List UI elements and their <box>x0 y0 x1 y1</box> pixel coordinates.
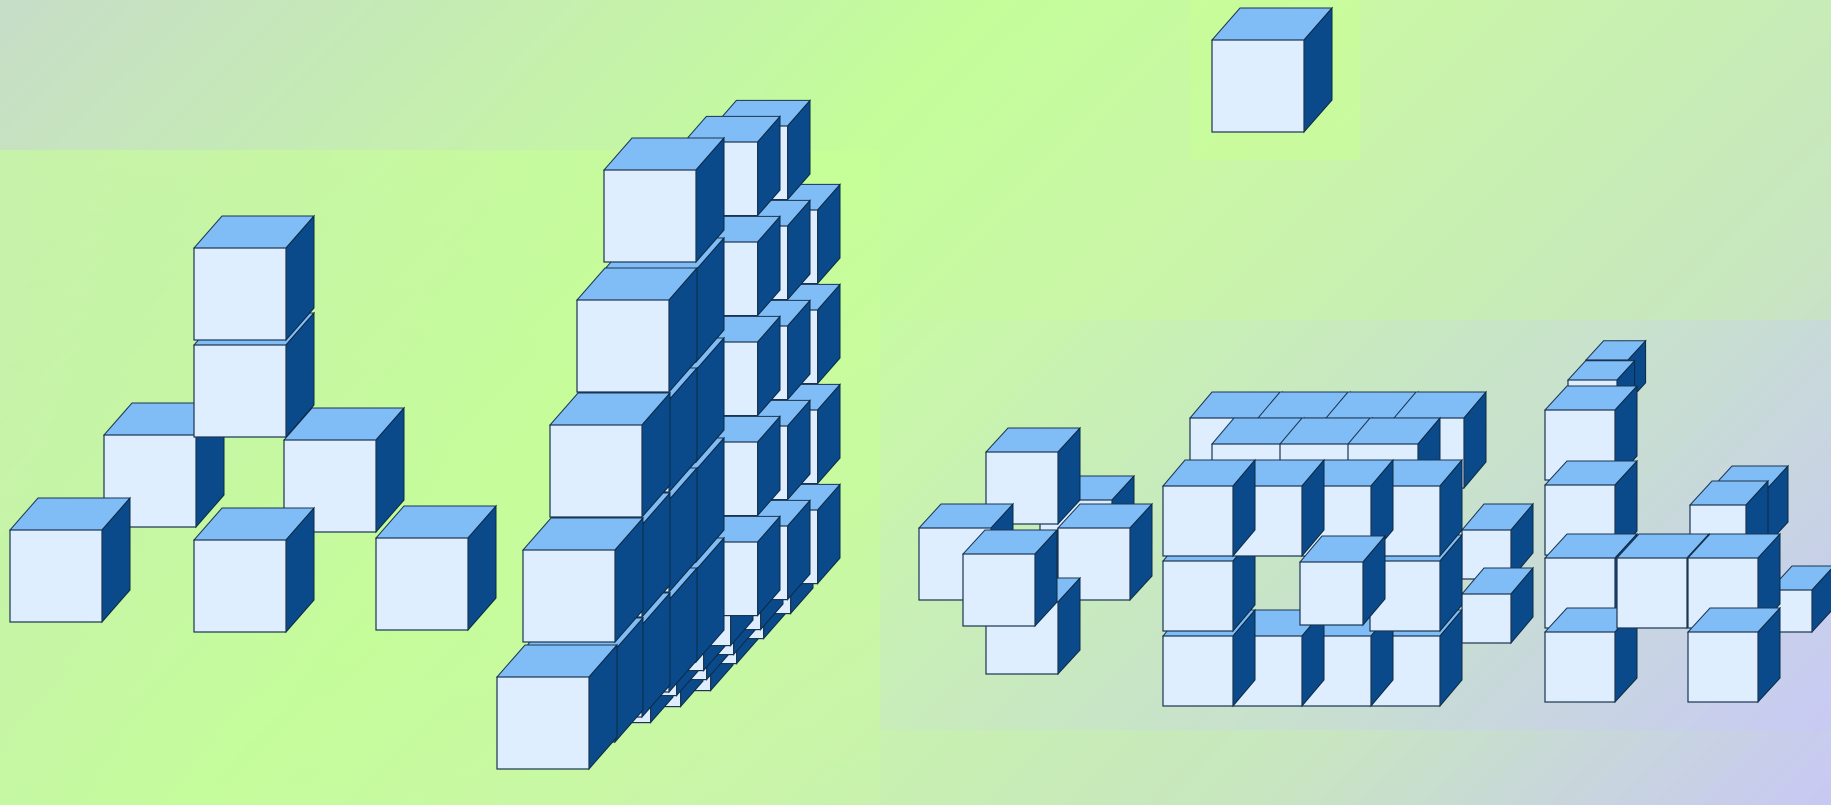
cube <box>194 216 314 340</box>
cube-front-face <box>376 538 468 630</box>
cube-front-face <box>1163 486 1233 556</box>
cube <box>523 518 643 642</box>
chair-figure <box>1545 341 1831 702</box>
cube-front-face <box>1545 632 1615 702</box>
cube-front-face <box>1163 636 1233 706</box>
hollow-frame-figure <box>1163 392 1533 706</box>
cube-front-face <box>1688 632 1758 702</box>
cube-front-face <box>577 300 669 392</box>
cube-front-face <box>497 677 589 769</box>
cube-front-face <box>550 425 642 517</box>
cube <box>604 138 724 262</box>
cube-front-face <box>10 530 102 622</box>
cube <box>376 506 496 630</box>
cube <box>1212 8 1332 132</box>
cube <box>1300 536 1385 625</box>
cube-front-face <box>194 540 286 632</box>
cube <box>963 530 1057 626</box>
cube <box>497 645 617 769</box>
cube-front-face <box>194 248 286 340</box>
cube-front-face <box>194 345 286 437</box>
cube-front-face <box>1462 594 1511 643</box>
cube <box>10 498 130 622</box>
trident-figure <box>10 216 496 632</box>
cube-front-face <box>963 554 1035 626</box>
cube-front-face <box>1163 561 1233 631</box>
cube-front-face <box>1212 40 1304 132</box>
cube-front-face <box>1617 558 1687 628</box>
cube <box>1163 460 1255 556</box>
cube <box>194 508 314 632</box>
cube-front-face <box>604 170 696 262</box>
cube <box>1688 608 1780 702</box>
single-cube <box>1212 8 1332 132</box>
cube <box>577 268 697 392</box>
cube-front-face <box>523 550 615 642</box>
cube <box>550 393 670 517</box>
cube-front-face <box>1300 562 1363 625</box>
stair-figure <box>497 100 840 769</box>
plus-figure <box>919 428 1152 674</box>
